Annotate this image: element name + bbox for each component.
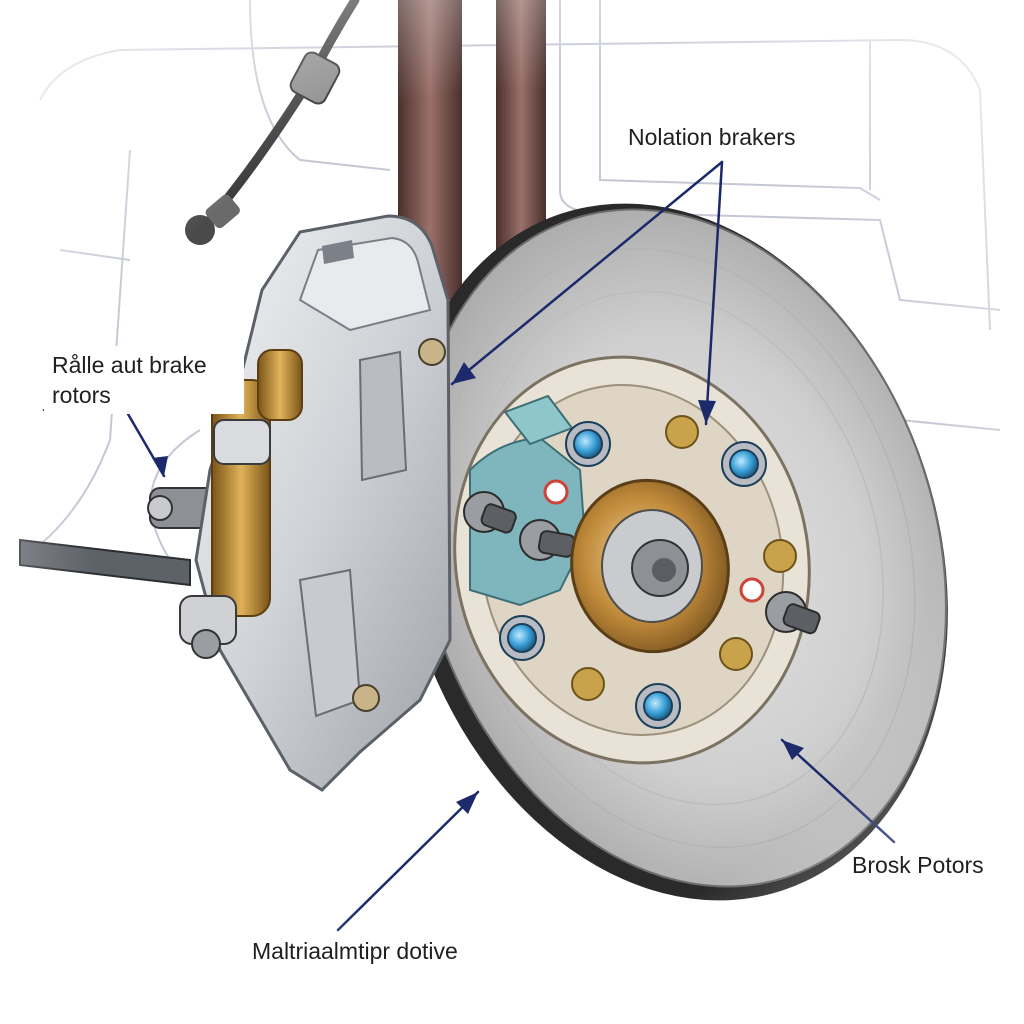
callout-label-bottom: Maltriaalmtipr dotive [252, 938, 458, 964]
callout-label-right: Brosk Potors [852, 852, 984, 878]
callout-label-top: Nolation brakers [620, 118, 804, 156]
callout-label-left: Rålle aut brake rotors [44, 346, 244, 414]
